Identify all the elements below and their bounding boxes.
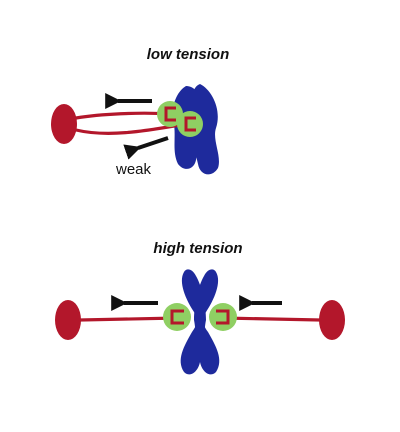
high-tension-microtubule-left [79,316,179,322]
high-tension-microtubule-right [221,316,321,322]
low-tension-arrow-lower [123,136,169,160]
high-tension-chromosome [180,269,220,375]
high-tension-title: high tension [153,240,242,257]
high-tension-chromatid-right [194,269,220,375]
low-tension-chromatid-right [192,84,219,175]
high-tension-spindle-pole-left [55,300,81,340]
low-tension-title: low tension [147,46,230,63]
low-tension-spindle-pole [51,104,77,144]
low-tension-microtubule-upper [75,111,171,120]
weak-label: weak [115,161,152,178]
low-tension-kinetochore-upper [157,101,183,127]
high-tension-kinetochore-left [163,303,191,331]
high-tension-kinetochore-right [209,303,237,331]
low-tension-kinetochore-lower [177,111,203,137]
high-tension-panel: high tension [55,240,345,375]
high-tension-spindle-pole-right [319,300,345,340]
low-tension-panel: low tension weak [51,46,229,178]
